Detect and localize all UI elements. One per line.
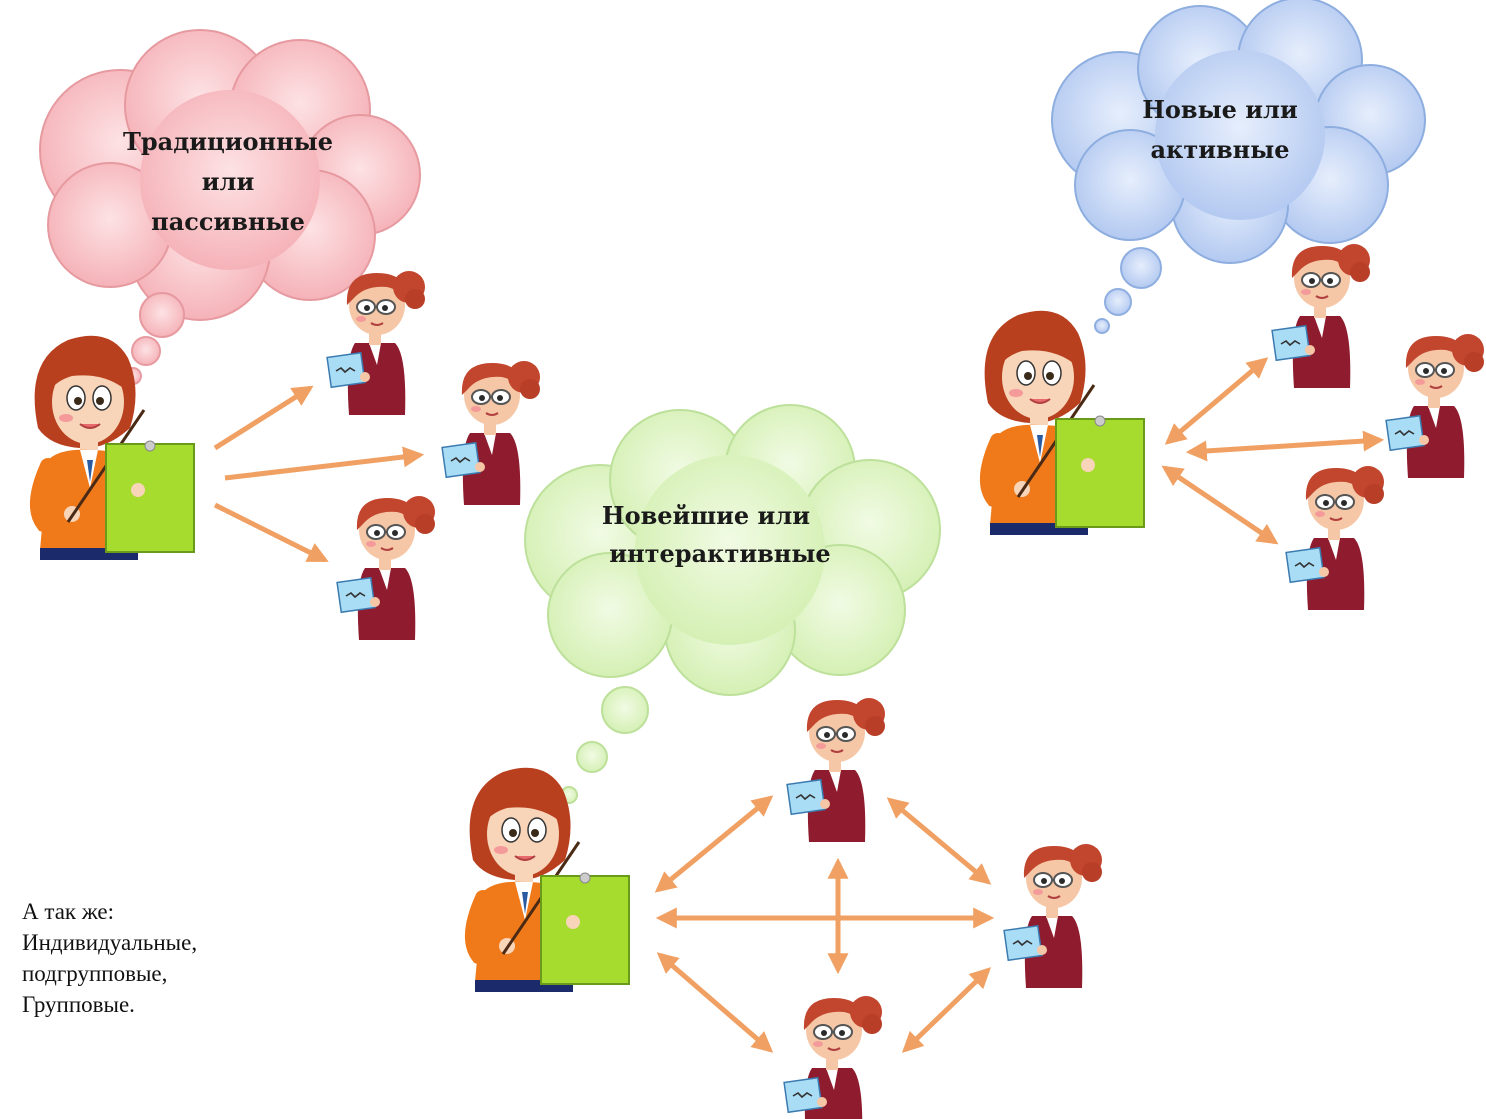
arrow-icon — [224, 446, 425, 481]
note-line-4: Групповые. — [22, 992, 135, 1017]
arrow-icon — [213, 502, 329, 563]
active-arrows — [1161, 357, 1385, 545]
cloud-active-line-2: активные — [1150, 135, 1289, 164]
arrow-icon — [1164, 357, 1269, 445]
arrow-icon — [654, 795, 774, 893]
arrow-icon — [1161, 465, 1279, 545]
note-line-1: А так же: — [22, 899, 115, 924]
thought-cloud-icon — [1051, 0, 1426, 264]
cloud-interactive: Новейшие или интерактивные — [524, 404, 941, 804]
student-icon — [786, 697, 886, 843]
student-icon — [441, 360, 541, 506]
teacher-icon — [985, 311, 1144, 535]
cloud-active: Новые или активные — [1051, 0, 1426, 334]
cloud-interactive-line-1: Новейшие или — [602, 501, 810, 530]
cloud-traditional-line-1: Традиционные — [123, 127, 333, 156]
cloud-traditional-line-3: пассивные — [151, 207, 305, 236]
arrow-icon — [1185, 430, 1385, 462]
thought-cloud-icon — [39, 29, 421, 321]
student-icon — [1385, 333, 1485, 479]
thought-cloud-icon — [524, 404, 941, 696]
student-icon — [783, 995, 883, 1119]
cloud-interactive-line-2: интерактивные — [609, 539, 830, 568]
student-icon — [336, 495, 436, 641]
cloud-traditional-line-2: или — [202, 167, 255, 196]
student-icon — [1271, 243, 1371, 389]
student-icon — [1003, 843, 1103, 989]
arrow-icon — [901, 967, 992, 1053]
note-line-2: Индивидуальные, — [22, 930, 198, 955]
interactive-arrows — [654, 795, 995, 1053]
arrow-icon — [886, 797, 992, 885]
cloud-traditional: Традиционные или пассивные — [39, 29, 421, 385]
arrow-icon — [656, 952, 774, 1053]
note-line-3: подгрупповые, — [22, 961, 168, 986]
passive-arrows — [213, 385, 425, 563]
note-other-forms: А так же: Индивидуальные, подгрупповые, … — [22, 896, 342, 1020]
cloud-active-line-1: Новые или — [1142, 95, 1298, 124]
teacher-icon — [470, 768, 629, 992]
student-icon — [1285, 465, 1385, 611]
arrow-icon — [213, 385, 314, 451]
teacher-icon — [35, 336, 194, 560]
